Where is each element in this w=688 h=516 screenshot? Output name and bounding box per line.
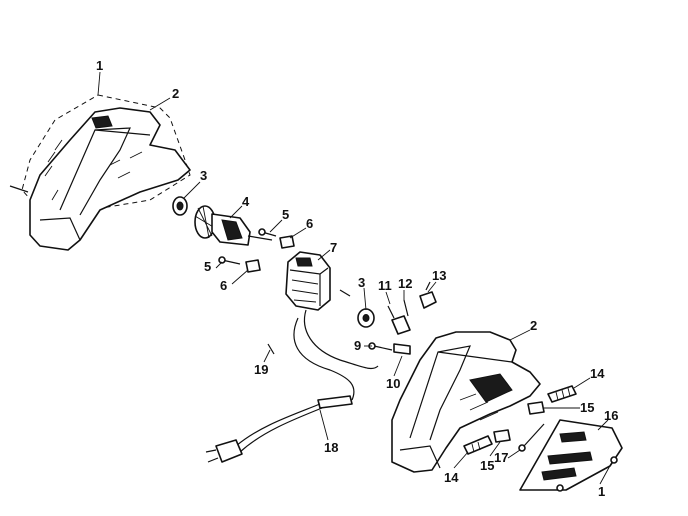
power-cord: [205, 309, 379, 463]
callout-14-upper: 14: [590, 366, 605, 381]
callout-13: 13: [432, 268, 446, 283]
callout-9: 9: [354, 338, 361, 353]
bearing-right: [339, 289, 375, 328]
callout-10: 10: [386, 376, 400, 391]
callout-11: 11: [378, 278, 392, 293]
terminals: [368, 342, 411, 355]
callout-16: 16: [604, 408, 618, 423]
switch-assembly: [387, 281, 437, 335]
left-housing-shell: [29, 107, 191, 251]
callout-19: 19: [254, 362, 268, 377]
callout-labels: 1 2 3 4 5 6 5 6 7 3 11 12 13 2 9 10 19 1…: [96, 58, 618, 499]
callout-7: 7: [330, 240, 337, 255]
right-housing: [391, 331, 541, 473]
motor-field: [285, 251, 331, 311]
callout-1-left: 1: [96, 58, 103, 73]
callout-15-lower: 15: [480, 458, 494, 473]
cover-plate: [519, 419, 623, 492]
cooling-fan-left: [172, 196, 188, 216]
callout-18: 18: [324, 440, 338, 455]
right-housing-shell: [391, 331, 541, 473]
callout-2-right: 2: [530, 318, 537, 333]
brush-holder-lower-right: [463, 429, 511, 455]
left-housing: [9, 94, 191, 251]
brush-assembly-upper: [258, 228, 295, 249]
cord-plug: [215, 439, 243, 463]
brush-assembly-lower: [218, 256, 261, 273]
callout-1-right: 1: [598, 484, 605, 499]
leader-lines: [97, 71, 613, 485]
armature: [194, 205, 273, 246]
callout-17: 17: [494, 450, 508, 465]
left-housing-dashed-outline: [21, 94, 191, 211]
callout-5-lower: 5: [204, 259, 211, 274]
callout-2-left: 2: [172, 86, 179, 101]
callout-4: 4: [242, 194, 250, 209]
callout-12: 12: [398, 276, 412, 291]
callout-3-bearing: 3: [358, 275, 365, 290]
callout-6-upper: 6: [306, 216, 313, 231]
callout-14-lower: 14: [444, 470, 459, 485]
callout-5-upper: 5: [282, 207, 289, 222]
callout-6-lower: 6: [220, 278, 227, 293]
callout-15-upper: 15: [580, 400, 594, 415]
brush-holder-upper-right: [527, 385, 577, 415]
screw: [518, 423, 545, 452]
callout-3-fan: 3: [200, 168, 207, 183]
